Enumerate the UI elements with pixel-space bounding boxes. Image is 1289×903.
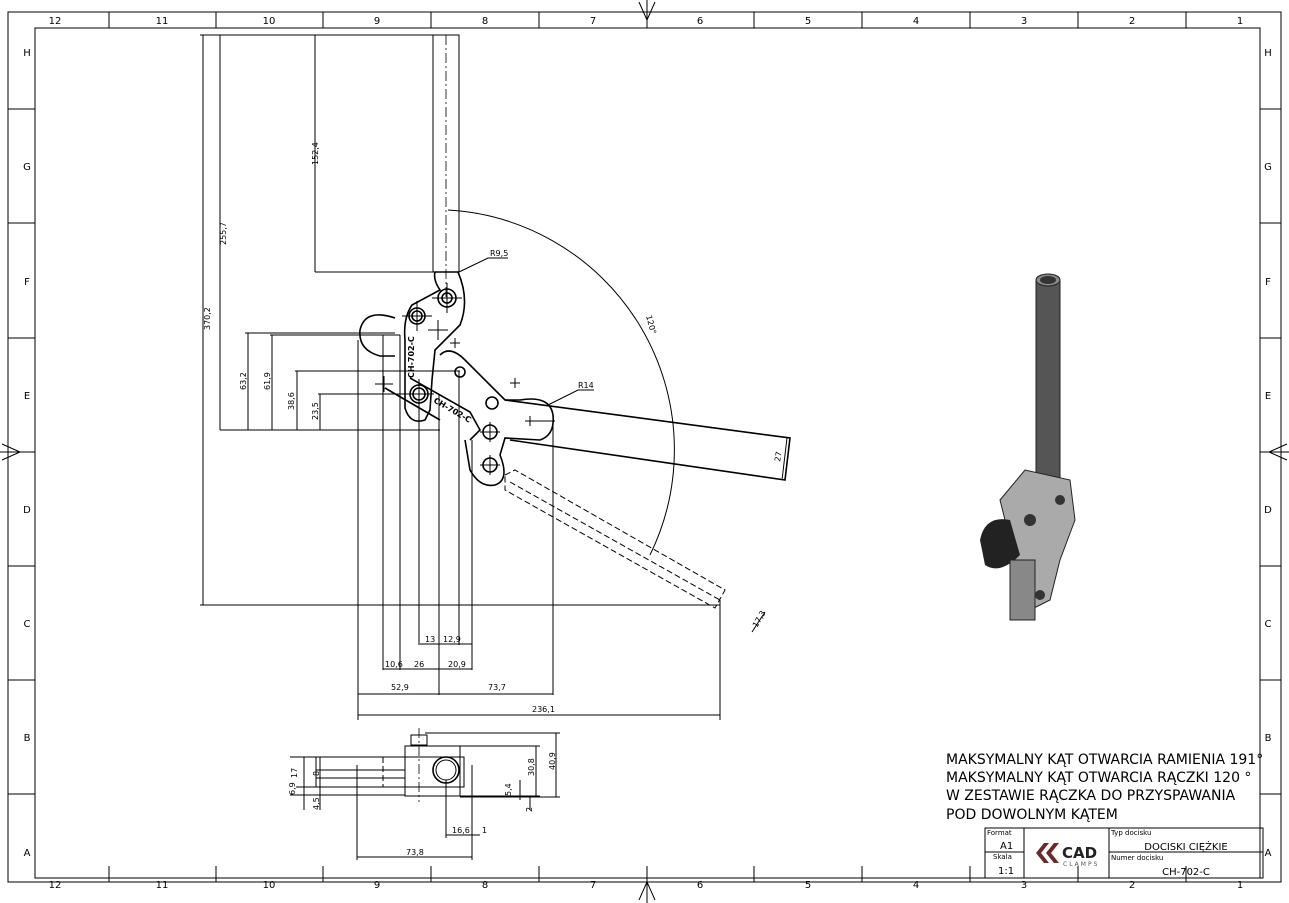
svg-text:1:1: 1:1 [998,866,1014,877]
svg-text:G: G [1264,162,1272,173]
svg-text:9: 9 [374,880,380,891]
svg-text:1: 1 [1237,880,1243,891]
svg-text:12: 12 [49,16,62,27]
svg-text:8: 8 [312,771,321,776]
svg-text:CLAMPS: CLAMPS [1063,861,1099,868]
svg-text:A: A [24,848,31,859]
svg-text:17: 17 [290,768,299,778]
svg-text:8: 8 [482,880,488,891]
svg-text:MAKSYMALNY KĄT OTWARCIA RĄCZKI: MAKSYMALNY KĄT OTWARCIA RĄCZKI 120 ° [946,770,1251,786]
svg-text:73,8: 73,8 [406,848,424,857]
svg-text:H: H [1264,48,1272,59]
svg-text:MAKSYMALNY KĄT OTWARCIA RAMIEN: MAKSYMALNY KĄT OTWARCIA RAMIENIA 191° [946,752,1263,768]
svg-text:12,9: 12,9 [443,635,461,644]
svg-text:CAD: CAD [1062,844,1097,862]
top-dimension-labels: 17 8 6,9 4,5 30,8 40,9 5,4 2 16,6 1 73,8 [288,752,557,857]
svg-text:5: 5 [805,880,811,891]
svg-text:C: C [1265,619,1272,630]
svg-text:F: F [1265,277,1271,288]
svg-text:E: E [24,391,30,402]
svg-text:R14: R14 [578,381,594,390]
top-view: 17 8 6,9 4,5 30,8 40,9 5,4 2 16,6 1 73,8 [288,728,560,860]
svg-text:D: D [23,505,31,516]
column-labels-bottom: 12 11 10 9 8 7 6 5 4 3 2 1 [49,880,1244,891]
svg-text:23,5: 23,5 [311,402,320,420]
svg-text:10,6: 10,6 [385,660,403,669]
svg-text:61,9: 61,9 [263,372,272,390]
svg-text:20,9: 20,9 [448,660,466,669]
svg-text:38,6: 38,6 [287,392,296,410]
svg-text:9: 9 [374,16,380,27]
svg-text:26: 26 [414,660,424,669]
svg-text:13: 13 [425,635,435,644]
front-dimension-labels: 152,4 255,7 370,2 R9,5 R14 120° 27 17,3 … [203,142,784,714]
svg-text:DOCISKI CIĘŻKIE: DOCISKI CIĘŻKIE [1144,840,1227,853]
svg-text:Skala: Skala [993,853,1012,861]
svg-text:3: 3 [1021,16,1027,27]
svg-text:27: 27 [773,451,784,463]
svg-text:6,9: 6,9 [288,782,297,795]
svg-text:3: 3 [1021,880,1027,891]
svg-text:11: 11 [156,16,169,27]
svg-text:4: 4 [913,16,919,27]
svg-text:2: 2 [1129,16,1135,27]
svg-text:52,9: 52,9 [391,683,409,692]
svg-text:CH-702-C: CH-702-C [1162,867,1210,878]
svg-text:5: 5 [805,16,811,27]
svg-text:6: 6 [697,16,703,27]
title-block: Format A1 Skala 1:1 CAD CLAMPS Typ docis… [984,827,1264,879]
front-view: CH-702-C CH-702-C 152,4 255,7 370,2 R9,5… [200,34,791,720]
isometric-view [980,273,1076,621]
svg-text:63,2: 63,2 [239,372,248,390]
svg-text:D: D [1264,505,1272,516]
svg-text:E: E [1265,391,1271,402]
svg-text:30,8: 30,8 [527,758,536,776]
svg-text:16,6: 16,6 [452,826,470,835]
svg-text:6: 6 [697,880,703,891]
svg-text:W ZESTAWIE RĄCZKA DO PRZYSPAWA: W ZESTAWIE RĄCZKA DO PRZYSPAWANIA [946,788,1236,804]
svg-text:A: A [1265,848,1272,859]
svg-text:152,4: 152,4 [311,142,320,165]
svg-text:73,7: 73,7 [488,683,506,692]
svg-text:1: 1 [482,826,487,835]
svg-text:4,5: 4,5 [312,797,321,810]
row-labels: H G F E D C B A H G F E D C B A [23,48,1272,859]
svg-text:236,1: 236,1 [532,705,555,714]
svg-text:255,7: 255,7 [219,222,228,245]
svg-text:370,2: 370,2 [203,307,212,330]
svg-text:H: H [23,48,31,59]
svg-text:C: C [24,619,31,630]
svg-text:POD DOWOLNYM KĄTEM: POD DOWOLNYM KĄTEM [946,807,1118,823]
svg-text:R9,5: R9,5 [490,249,508,258]
svg-text:Numer docisku: Numer docisku [1111,854,1163,862]
svg-text:120°: 120° [644,314,658,335]
svg-text:12: 12 [49,880,62,891]
cad-clamps-logo: CAD CLAMPS [1036,843,1099,868]
svg-text:B: B [1265,733,1272,744]
svg-text:5,4: 5,4 [504,783,513,796]
svg-text:4: 4 [913,880,919,891]
svg-text:7: 7 [590,880,596,891]
svg-text:8: 8 [482,16,488,27]
drawing-notes: MAKSYMALNY KĄT OTWARCIA RAMIENIA 191° MA… [946,752,1263,823]
svg-text:7: 7 [590,16,596,27]
svg-text:B: B [24,733,31,744]
svg-text:17,3: 17,3 [751,609,768,629]
svg-text:2: 2 [1129,880,1135,891]
svg-text:A1: A1 [1000,841,1013,852]
svg-text:10: 10 [263,16,276,27]
svg-text:1: 1 [1237,16,1243,27]
svg-text:2: 2 [525,807,534,812]
column-labels: 12 11 10 9 8 7 6 5 4 3 2 1 [49,16,1244,27]
svg-text:40,9: 40,9 [548,752,557,770]
part-marking-vertical: CH-702-C [407,336,416,378]
svg-text:Format: Format [987,829,1012,837]
svg-text:10: 10 [263,880,276,891]
svg-text:G: G [23,162,31,173]
svg-text:11: 11 [156,880,169,891]
svg-text:F: F [24,277,30,288]
inner-frame [34,27,1261,879]
svg-text:Typ docisku: Typ docisku [1110,829,1151,837]
